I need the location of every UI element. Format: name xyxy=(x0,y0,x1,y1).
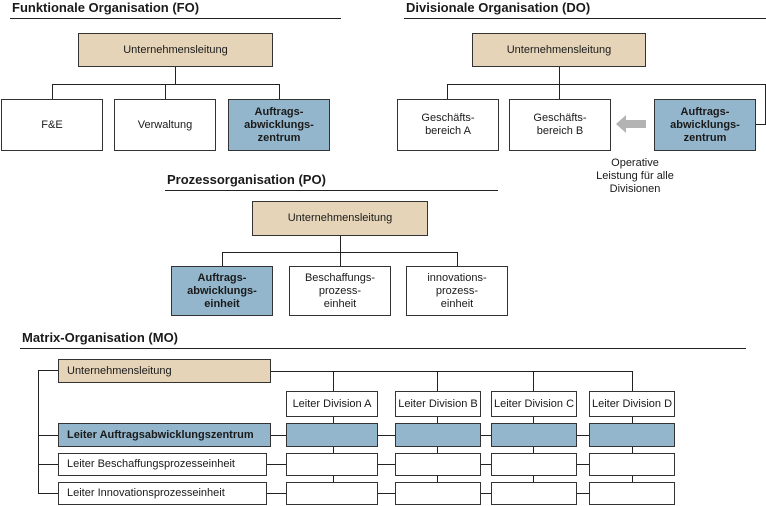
fo-connector xyxy=(279,84,280,99)
mo-row-innovation: Leiter Innovationsprozesseinheit xyxy=(58,482,267,505)
fo-connector xyxy=(165,84,166,99)
do-top-box: Unternehmensleitung xyxy=(472,33,646,67)
po-connector xyxy=(222,252,223,266)
mo-division-a: Leiter Division A xyxy=(286,391,378,417)
fo-connector xyxy=(175,67,176,84)
mo-title-rule xyxy=(20,348,746,349)
left-arrow-icon xyxy=(616,115,646,133)
mo-connector xyxy=(533,371,534,391)
po-unit-auftragsabwicklung: Auftrags- abwicklungs- einheit xyxy=(171,266,273,316)
fo-title-rule xyxy=(10,18,341,19)
mo-cell xyxy=(395,482,481,505)
mo-cell xyxy=(286,453,378,476)
do-title: Divisionale Organisation (DO) xyxy=(406,0,591,15)
mo-connector xyxy=(38,464,58,465)
po-connector xyxy=(457,252,458,266)
fo-unit-verwaltung: Verwaltung xyxy=(114,99,216,151)
fo-unit-auftragsabwicklung: Auftrags- abwicklungs- zentrum xyxy=(228,99,330,151)
do-connector xyxy=(447,84,448,99)
mo-cell xyxy=(286,423,378,447)
mo-title: Matrix-Organisation (MO) xyxy=(22,330,179,345)
fo-connector xyxy=(52,84,53,99)
mo-division-b: Leiter Division B xyxy=(395,391,481,417)
mo-connector xyxy=(38,493,58,494)
po-unit-innovation: innovations- prozess- einheit xyxy=(406,266,508,316)
do-unit-bereich-a: Geschäfts- bereich A xyxy=(397,99,499,151)
po-connector xyxy=(340,236,341,252)
mo-connector xyxy=(333,371,334,391)
mo-cell xyxy=(286,482,378,505)
mo-division-d: Leiter Division D xyxy=(589,391,675,417)
mo-row-auftragsabwicklung: Leiter Auftragsabwicklungszentrum xyxy=(58,423,271,447)
do-title-rule xyxy=(404,18,766,19)
po-connector xyxy=(340,252,341,266)
do-note: Operative Leistung für alle Divisionen xyxy=(596,157,674,195)
po-title-rule xyxy=(165,190,498,191)
mo-cell xyxy=(589,453,675,476)
mo-connector xyxy=(38,435,58,436)
mo-cell xyxy=(589,482,675,505)
fo-connector xyxy=(52,84,280,85)
mo-cell xyxy=(589,423,675,447)
mo-top-box: Unternehmensleitung xyxy=(58,359,271,383)
po-title: Prozessorganisation (PO) xyxy=(167,172,326,187)
do-unit-bereich-b: Geschäfts- bereich B xyxy=(509,99,611,151)
mo-division-c: Leiter Division C xyxy=(491,391,577,417)
fo-unit-fe: F&E xyxy=(1,99,103,151)
mo-connector xyxy=(437,371,438,391)
mo-connector xyxy=(271,371,633,372)
do-connector xyxy=(756,124,766,125)
mo-cell xyxy=(491,423,577,447)
po-top-box: Unternehmensleitung xyxy=(252,201,428,236)
mo-row-beschaffung: Leiter Beschaffungsprozesseinheit xyxy=(58,453,267,476)
mo-connector xyxy=(38,370,39,494)
mo-cell xyxy=(491,453,577,476)
mo-cell xyxy=(395,423,481,447)
do-unit-auftragsabwicklung: Auftrags- abwicklungs- zentrum xyxy=(654,99,756,151)
mo-cell xyxy=(491,482,577,505)
do-connector xyxy=(559,84,560,99)
do-connector xyxy=(559,67,560,84)
po-unit-beschaffung: Beschaffungs- prozess- einheit xyxy=(289,266,391,316)
do-connector xyxy=(447,84,766,85)
mo-cell xyxy=(395,453,481,476)
mo-connector xyxy=(38,370,58,371)
fo-title: Funktionale Organisation (FO) xyxy=(12,0,200,15)
fo-top-box: Unternehmensleitung xyxy=(78,33,273,67)
mo-connector xyxy=(632,371,633,391)
